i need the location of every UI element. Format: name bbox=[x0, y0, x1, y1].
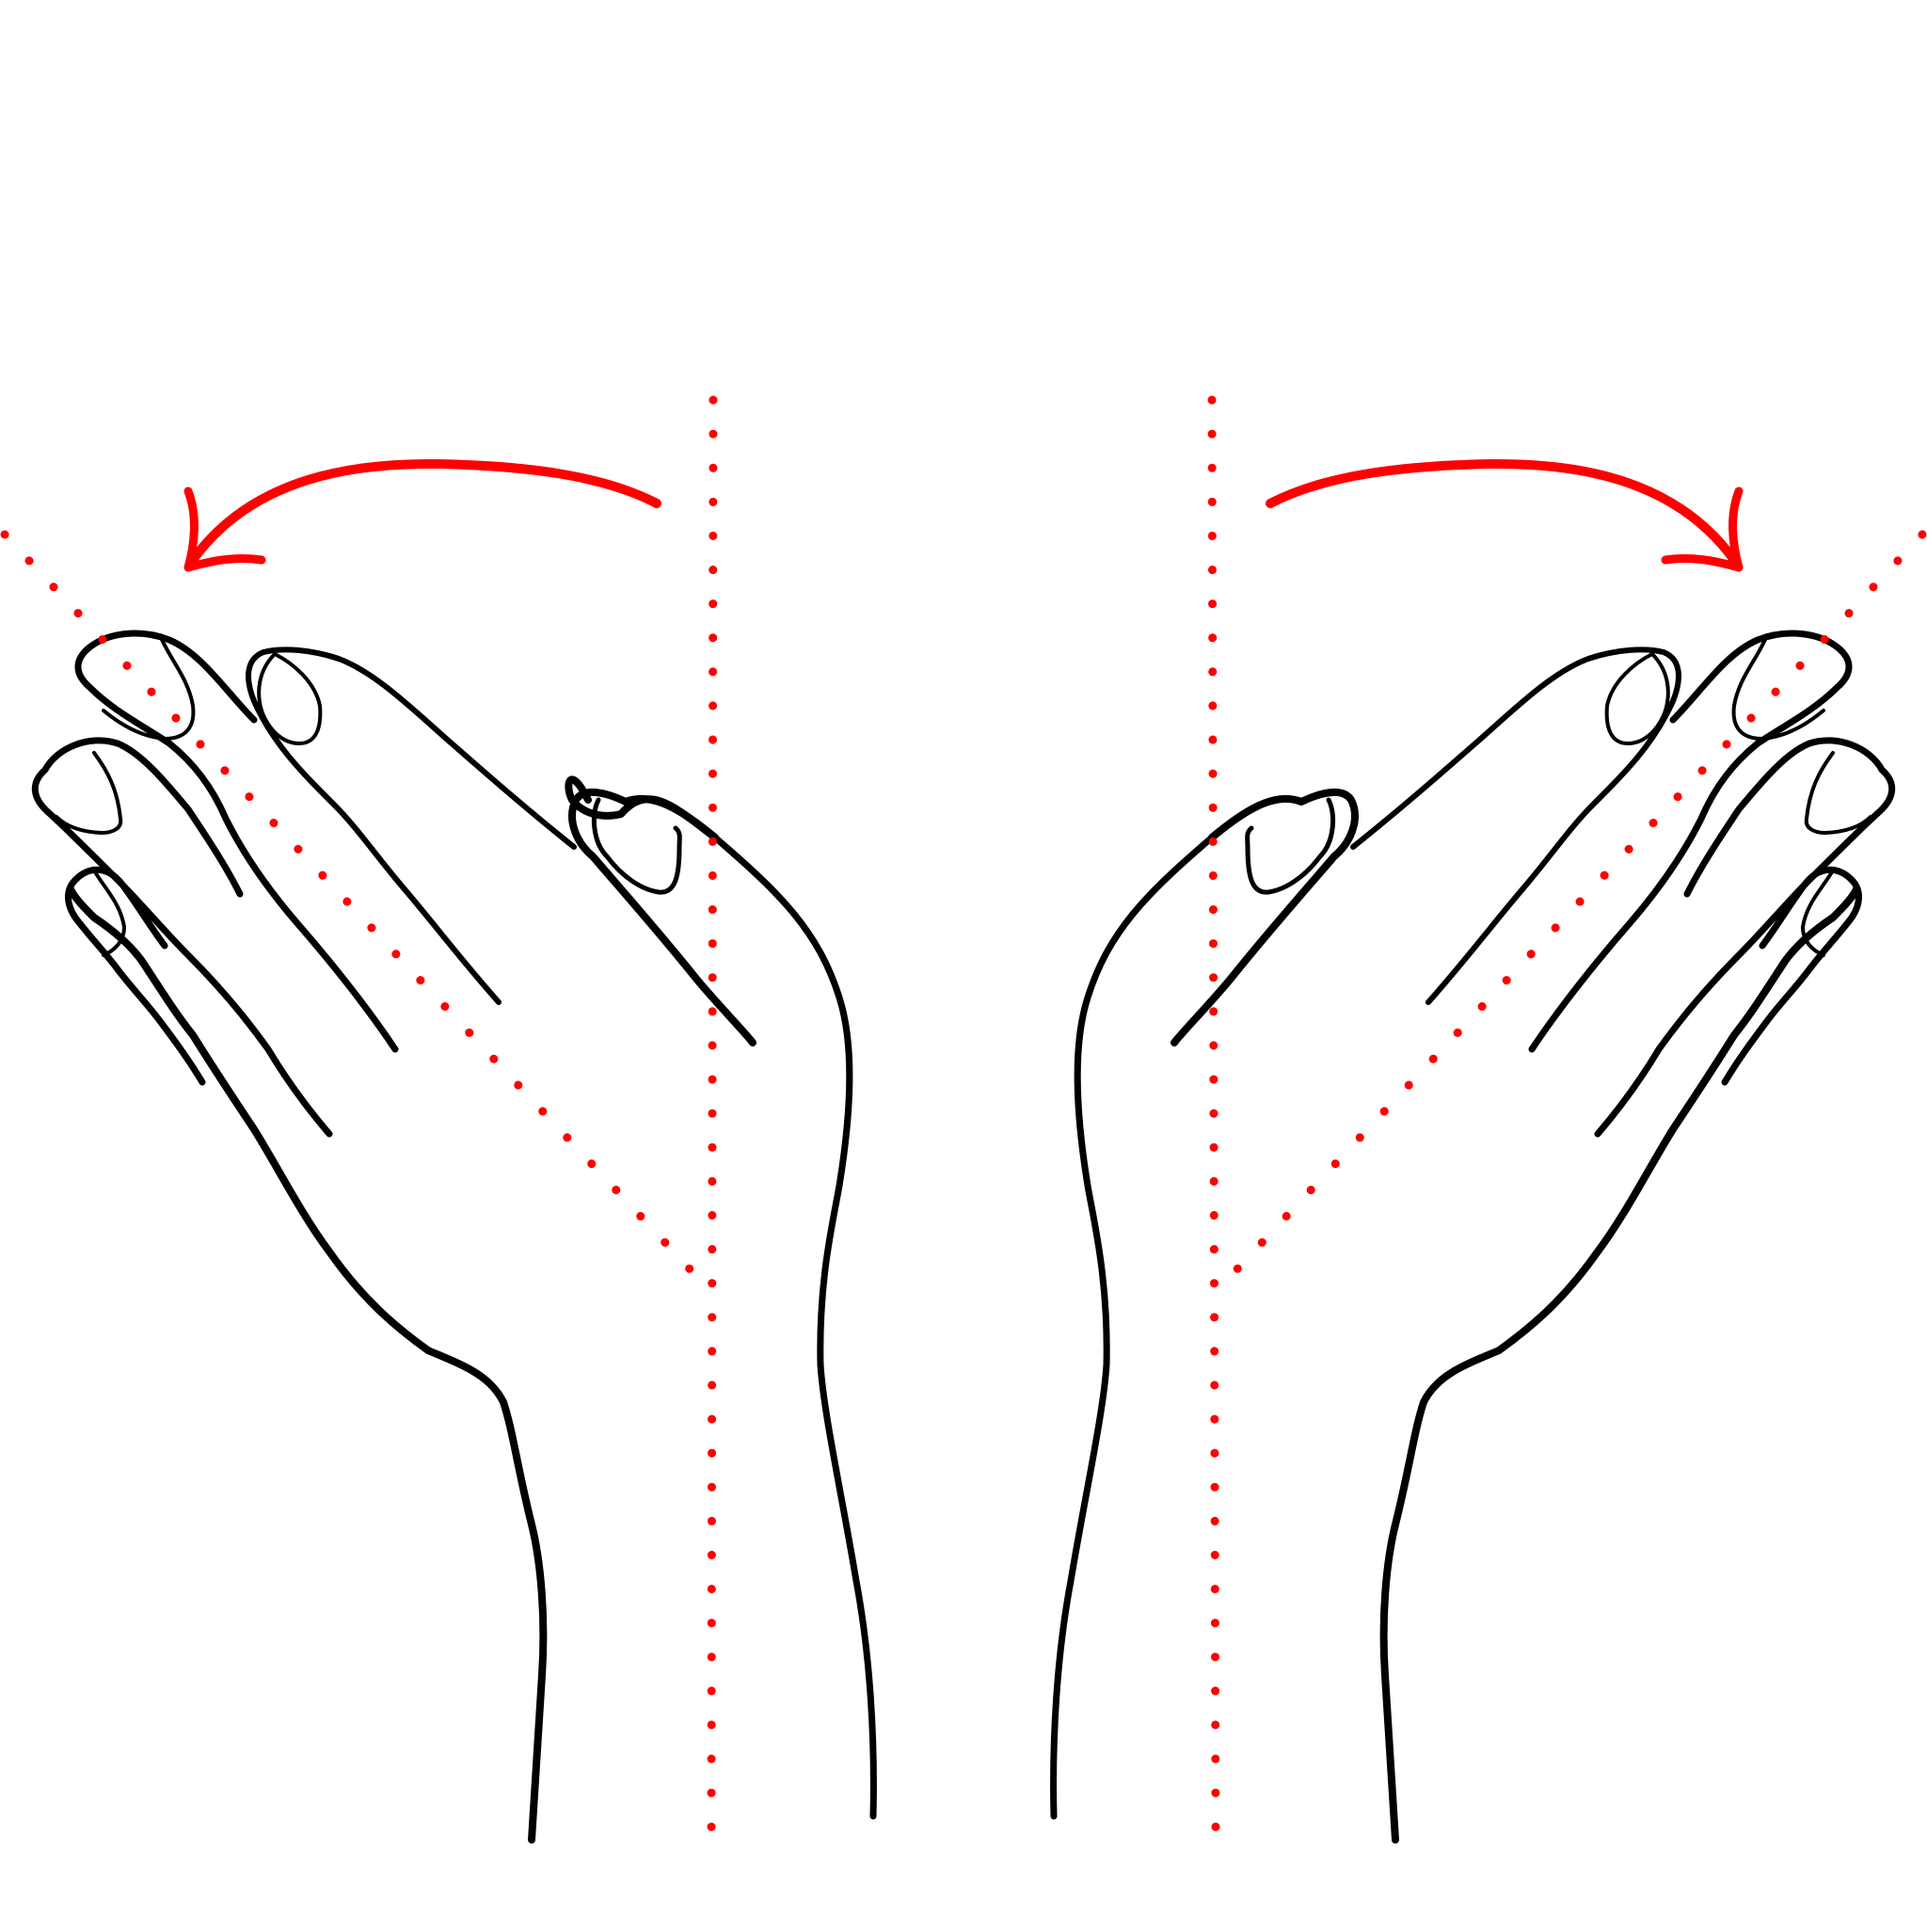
right-deviated-axis bbox=[1212, 530, 1927, 1296]
right-hand-outline bbox=[1050, 395, 1927, 1844]
left-deviated-axis bbox=[0, 530, 715, 1296]
left-hand-outline bbox=[0, 395, 877, 1844]
right-neutral-axis bbox=[1207, 395, 1220, 1835]
curved-arrow-right bbox=[1266, 458, 1744, 572]
left-neutral-axis bbox=[707, 395, 718, 1835]
curved-arrow-left bbox=[183, 458, 661, 572]
